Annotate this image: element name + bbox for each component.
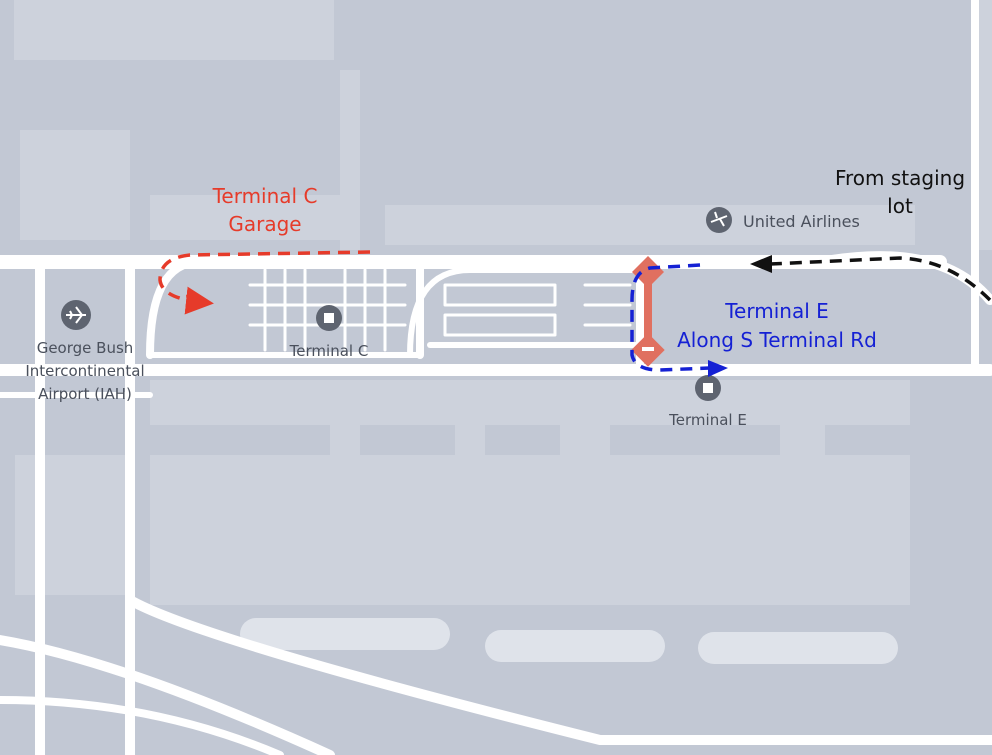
svg-text:Airport (IAH): Airport (IAH) xyxy=(38,385,132,403)
svg-text:Terminal C: Terminal C xyxy=(212,184,318,208)
svg-text:Along S Terminal Rd: Along S Terminal Rd xyxy=(677,328,877,352)
svg-text:Intercontinental: Intercontinental xyxy=(25,362,144,380)
staging-annotation: From staging lot xyxy=(835,166,965,218)
terminal-c-poi[interactable] xyxy=(316,305,342,331)
svg-text:Terminal E: Terminal E xyxy=(724,299,829,323)
united-label: United Airlines xyxy=(743,212,860,231)
road-restriction-marker xyxy=(631,256,665,367)
garage-route-arrowhead xyxy=(186,295,208,312)
svg-text:Garage: Garage xyxy=(228,212,301,236)
svg-text:George Bush: George Bush xyxy=(37,339,134,357)
square-stop-icon xyxy=(703,383,713,393)
terminal-e-label: Terminal E xyxy=(668,411,747,429)
square-stop-icon xyxy=(324,313,334,323)
terminal-e-route xyxy=(630,263,711,372)
airplane-icon xyxy=(710,211,728,227)
terminal-c-label: Terminal C xyxy=(289,342,369,360)
staging-route-arrowhead xyxy=(750,255,772,273)
garage-annotation: Terminal C Garage xyxy=(212,184,318,236)
terminal-e-annotation: Terminal E Along S Terminal Rd xyxy=(677,299,877,352)
svg-text:From staging: From staging xyxy=(835,166,965,190)
airport-label: George Bush Intercontinental Airport (IA… xyxy=(25,339,144,403)
terminal-e-poi[interactable] xyxy=(695,375,721,401)
svg-text:lot: lot xyxy=(887,194,913,218)
united-poi[interactable] xyxy=(706,207,732,233)
apron-ovals xyxy=(240,618,898,664)
garage-route xyxy=(158,250,371,315)
airport-poi[interactable] xyxy=(61,300,91,330)
map-blocks xyxy=(14,0,992,605)
terminal-e-route-arrowhead xyxy=(708,360,728,377)
airplane-icon xyxy=(66,306,86,324)
